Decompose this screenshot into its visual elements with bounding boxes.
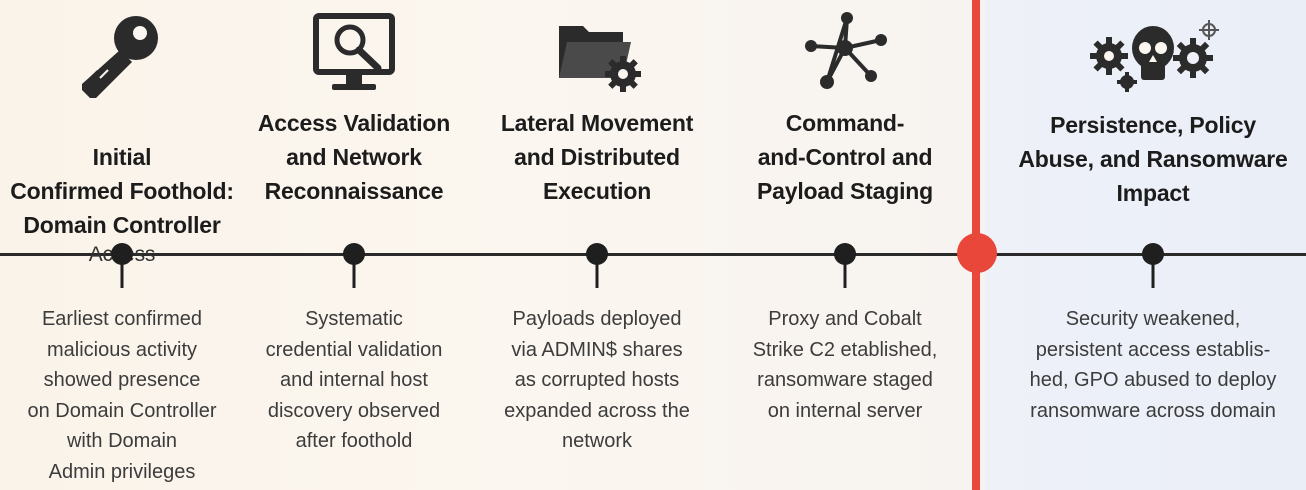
stage-title: Access Validation and Network Reconnaiss… — [257, 110, 451, 204]
stage-description: Security weakened, persistent access est… — [1029, 308, 1277, 422]
stage-access-validation: Access Validation and Network Reconnaiss… — [234, 0, 474, 490]
stage-initial-foothold: Initial Confirmed Foothold: Domain Contr… — [2, 0, 242, 490]
key-icon — [74, 8, 170, 98]
folder-gear-icon — [549, 8, 645, 98]
stage-command-and-control: Command- and-Control and Payload Staging… — [725, 0, 965, 490]
timeline-marker — [1142, 243, 1164, 265]
stage-title: Lateral Movement and Distributed Executi… — [500, 110, 694, 204]
timeline-marker-stem — [120, 262, 124, 288]
timeline-marker — [111, 243, 133, 265]
network-nodes-icon — [797, 8, 893, 98]
stage-description: Proxy and Cobalt Strike C2 etablished, r… — [752, 308, 938, 422]
impact-divider-marker — [957, 233, 997, 273]
stage-description: Earliest confirmed malicious activity sh… — [27, 308, 217, 483]
stage-lateral-movement: Lateral Movement and Distributed Executi… — [477, 0, 717, 490]
stage-title: Persistence, Policy Abuse, and Ransomwar… — [1018, 112, 1288, 206]
timeline-marker-stem — [843, 262, 847, 288]
timeline-marker-stem — [352, 262, 356, 288]
timeline-marker-stem — [1151, 262, 1155, 288]
timeline-line — [0, 253, 1306, 256]
stage-title: Initial Confirmed Foothold: Domain Contr… — [2, 106, 242, 302]
stage-title-text: Initial Confirmed Foothold: Domain Contr… — [10, 144, 234, 238]
stage-ransomware-impact: Persistence, Policy Abuse, and Ransomwar… — [1014, 0, 1292, 490]
timeline-marker — [586, 243, 608, 265]
stage-title: Command- and-Control and Payload Staging — [757, 110, 933, 204]
timeline-marker-stem — [595, 262, 599, 288]
monitor-magnifier-icon — [306, 8, 402, 98]
timeline-marker — [834, 243, 856, 265]
timeline-marker — [343, 243, 365, 265]
skull-gears-icon — [1083, 8, 1223, 98]
stage-description: Systematic credential validation and int… — [265, 308, 443, 452]
stage-description: Payloads deployed via ADMIN$ shares as c… — [504, 308, 690, 452]
